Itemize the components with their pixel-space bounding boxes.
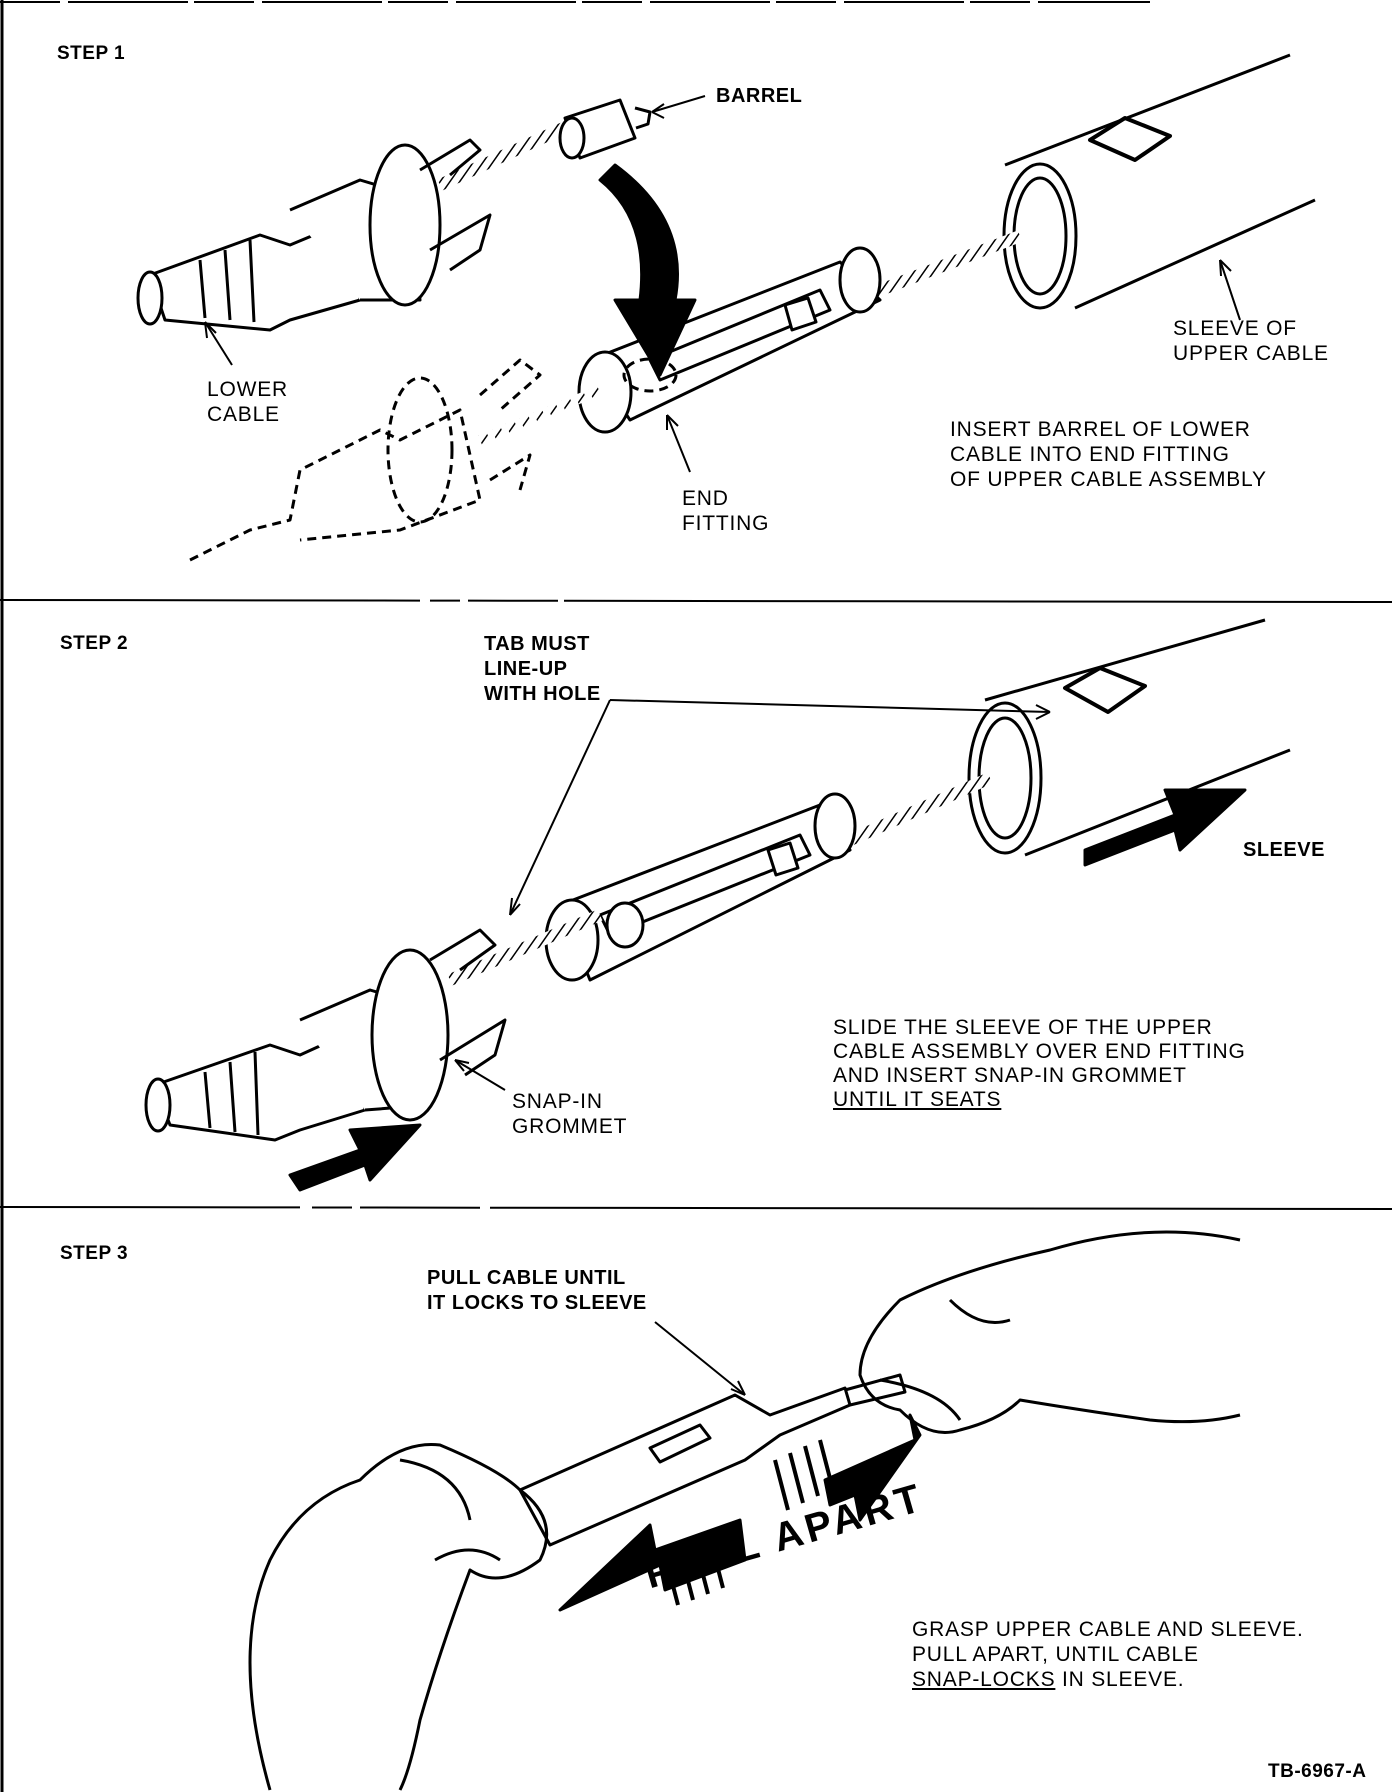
step2-instruction-line1: SLIDE THE SLEEVE OF THE UPPER — [833, 1016, 1213, 1039]
step2-tab-label-line2: LINE-UP — [484, 658, 568, 680]
step1-lower-cable-label-line2: CABLE — [207, 403, 280, 426]
step1-upper-cable-wire — [867, 230, 1023, 300]
step1-heading: STEP 1 — [57, 43, 126, 64]
step3-instruction-line1: GRASP UPPER CABLE AND SLEEVE. — [912, 1618, 1304, 1641]
step1-barrel-label: BARREL — [716, 85, 803, 107]
step3-motion-lines — [663, 1439, 835, 1606]
step2-push-arrow — [288, 1123, 422, 1192]
step1-barrel — [437, 98, 652, 191]
step1-insert-arrow — [598, 163, 697, 377]
step2-upper-cable-wire — [847, 772, 993, 846]
step2-heading: STEP 2 — [60, 633, 129, 654]
step1-lower-cable — [136, 138, 492, 332]
step3-instruction-tail: IN SLEEVE. — [1055, 1668, 1185, 1691]
step1-sleeve-label-line2: UPPER CABLE — [1173, 342, 1329, 365]
step2-instruction-line3: AND INSERT SNAP-IN GROMMET — [833, 1064, 1187, 1087]
step2-sleeve — [967, 618, 1291, 857]
step1-instruction-line1: INSERT BARREL OF LOWER — [950, 418, 1251, 441]
step2-illustration — [144, 618, 1291, 1192]
step2-end-fitting — [544, 792, 857, 982]
step1-instruction-line3: OF UPPER CABLE ASSEMBLY — [950, 468, 1267, 491]
step1-end-fitting-label-line2: FITTING — [682, 512, 770, 535]
step2-sleeve-arrow — [1083, 788, 1247, 867]
step3-right-hand — [858, 1230, 1241, 1434]
step1-sleeve-label-line1: SLEEVE OF — [1173, 317, 1297, 340]
step1-end-fitting — [577, 246, 882, 434]
figure-id: TB-6967-A — [1268, 1761, 1367, 1782]
step2-lower-cable-wire — [447, 909, 603, 986]
step2-instruction-line4: UNTIL IT SEATS — [833, 1088, 1002, 1111]
step1-illustration — [136, 53, 1316, 562]
step3-leader — [654, 1321, 746, 1396]
step2-lower-cable — [144, 928, 507, 1142]
step2-tab-label-line1: TAB MUST — [484, 633, 590, 655]
step1-leaders — [204, 95, 1241, 473]
step3-left-arrow — [558, 1518, 747, 1612]
step3-illustration — [248, 1230, 1241, 1791]
step2-grommet-label-line1: SNAP-IN — [512, 1090, 603, 1113]
step2-grommet-label-line2: GROMMET — [512, 1115, 628, 1138]
step3-heading: STEP 3 — [60, 1243, 129, 1264]
step3-instruction-line3: SNAP-LOCKS IN SLEEVE. — [912, 1668, 1184, 1692]
step1-phantom-lower-cable — [189, 357, 678, 562]
step2-leaders — [454, 699, 1051, 1091]
step3-pull-cable-label-line2: IT LOCKS TO SLEEVE — [427, 1292, 647, 1314]
step2-tab-label-line3: WITH HOLE — [484, 683, 601, 705]
step1-end-fitting-label-line1: END — [682, 487, 729, 510]
step3-instruction-line2: PULL APART, UNTIL CABLE — [912, 1643, 1199, 1666]
step1-lower-cable-label-line1: LOWER — [207, 378, 289, 401]
step1-upper-sleeve — [1002, 53, 1316, 310]
step1-instruction-line2: CABLE INTO END FITTING — [950, 443, 1230, 466]
step3-left-hand — [248, 1442, 549, 1791]
step2-sleeve-label: SLEEVE — [1243, 839, 1325, 861]
step2-instruction-line2: CABLE ASSEMBLY OVER END FITTING — [833, 1040, 1246, 1063]
step3-instruction-emphasis: SNAP-LOCKS — [912, 1668, 1056, 1691]
step3-right-arrow — [823, 1413, 922, 1522]
step3-pull-cable-label-line1: PULL CABLE UNTIL — [427, 1267, 626, 1289]
